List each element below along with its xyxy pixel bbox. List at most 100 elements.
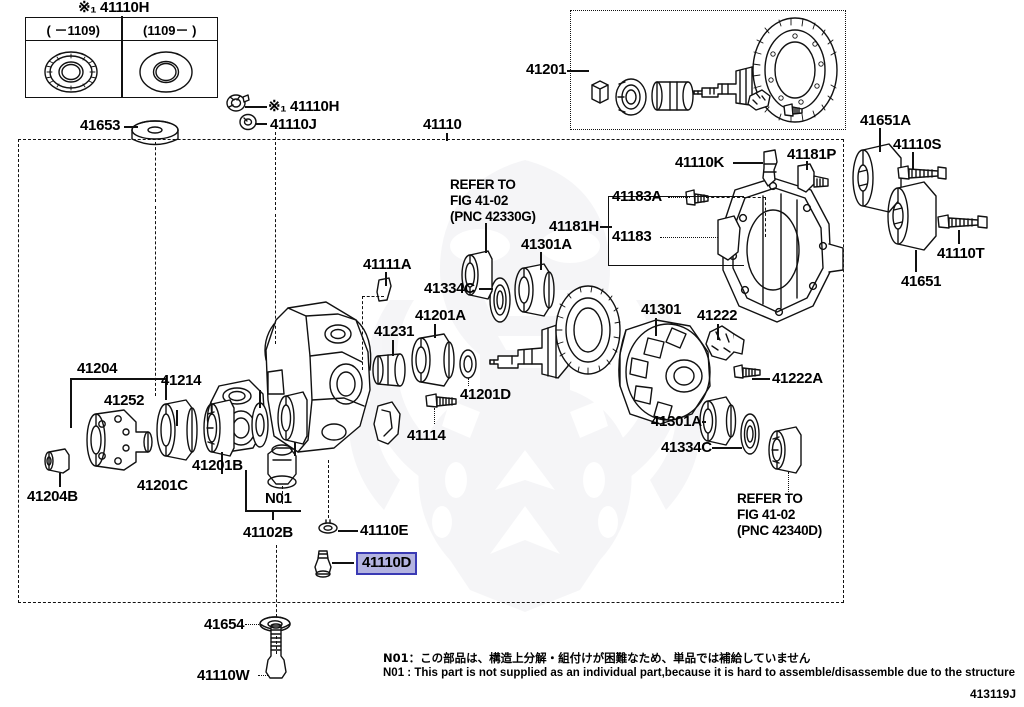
callout-41110k: 41110K — [675, 154, 725, 171]
leader-41334c-lower — [712, 447, 742, 449]
bracket-41204-top — [70, 378, 166, 380]
alignment-line-41111a — [362, 296, 363, 370]
leader-41110s — [912, 152, 914, 170]
leader-refer-top — [485, 223, 487, 253]
leader-41181p — [806, 161, 808, 170]
callout-41222: 41222 — [697, 307, 738, 324]
callout-41110t: 41110T — [937, 245, 985, 262]
callout-41181p: 41181P — [787, 146, 837, 163]
leader-41110h — [245, 106, 267, 108]
callout-41110s: 41110S — [893, 136, 942, 153]
callout-41651a: 41651A — [860, 112, 911, 129]
footnote-block: N01：この部品は、構造上分解・組付けが困難なため、単品では補給していません N… — [383, 651, 1015, 681]
leader-41183a — [668, 197, 690, 198]
callout-41114: 41114 — [407, 427, 446, 444]
leader-41231 — [392, 340, 394, 356]
bracket-41102b-left — [245, 470, 247, 510]
footnote-japanese: N01：この部品は、構造上分解・組付けが困難なため、単品では補給していません — [383, 651, 811, 665]
inset-title-leader — [121, 16, 123, 28]
leader-41102b — [272, 510, 274, 520]
leader-41110t — [958, 230, 960, 244]
leader-41651 — [915, 250, 917, 272]
leader-41110e — [338, 530, 358, 532]
callout-41214: 41214 — [161, 372, 202, 389]
bracket-41204-left — [70, 378, 72, 428]
callout-41204b: 41204B — [27, 488, 78, 505]
leader-41204b — [59, 473, 61, 487]
leader-41110d — [332, 562, 354, 564]
leader-41653 — [124, 126, 138, 128]
leader-41111a — [385, 272, 387, 286]
callout-41110e: 41110E — [360, 522, 409, 539]
pinion-kit-inset-frame — [570, 10, 846, 130]
callout-41181h: 41181H — [549, 218, 599, 235]
alignment-line-41111a-h — [362, 296, 384, 297]
callout-41201c: 41201C — [137, 477, 188, 494]
inset-column-header-old: ( －1109) — [25, 17, 122, 41]
leader-41222 — [717, 324, 719, 340]
leader-41334c-upper — [479, 288, 493, 290]
callout-41654: 41654 — [204, 616, 245, 633]
callout-41183: 41183 — [612, 228, 652, 245]
callout-41183a: 41183A — [612, 188, 662, 205]
callout-41301: 41301 — [641, 301, 682, 318]
callout-41201d: 41201D — [460, 386, 511, 403]
oil-seal-variant-inset: ( －1109) (1109－ ) — [25, 17, 218, 98]
inset-cell-old-seal — [25, 41, 122, 98]
alignment-line-bolt-mid — [328, 460, 329, 518]
callout-41222a: 41222A — [772, 370, 823, 387]
callout-41111a: 41111A — [363, 256, 412, 273]
alignment-line-bolt-low — [276, 545, 277, 617]
callout-41301a-lower: 41301A — [651, 413, 702, 430]
alignment-line-41653 — [155, 142, 156, 202]
callout-41301a-upper: 41301A — [521, 236, 572, 253]
callout-41110j: 41110J — [270, 116, 317, 133]
alignment-line-left — [155, 206, 156, 396]
leader-n01 — [282, 486, 283, 504]
callout-41651: 41651 — [901, 273, 942, 290]
leader-41201b — [294, 442, 296, 456]
inset-cell-new-seal — [121, 41, 218, 98]
callout-41110-main: 41110 — [423, 116, 462, 133]
leader-41201c — [221, 452, 223, 474]
callout-41110w: 41110W — [197, 667, 250, 684]
figure-code: 413119J — [969, 687, 1016, 701]
leader-41183 — [660, 237, 718, 238]
leader-41183a-dash-v — [765, 197, 766, 237]
alignment-line-center — [275, 214, 276, 344]
callout-41110h: ※₁ 41110H — [268, 98, 340, 115]
leader-41301a-lower — [702, 421, 706, 423]
bracket-41204-right — [165, 378, 167, 400]
callout-41653: 41653 — [80, 117, 121, 134]
leader-41110w — [258, 675, 268, 676]
leader-41181h — [600, 226, 612, 228]
inset-column-header-new: (1109－ ) — [121, 17, 218, 41]
leader-41183a-dash — [706, 197, 766, 198]
callout-41102b: 41102B — [243, 524, 293, 541]
leader-41214b — [259, 390, 261, 408]
footnote-english: N01 : This part is not supplied as an in… — [383, 667, 1016, 679]
leader-refer-bottom — [788, 472, 789, 492]
leader-41110k — [733, 162, 763, 164]
refer-to-note-bottom: REFER TO FIG 41-02 (PNC 42340D) — [737, 491, 822, 538]
leader-41651a — [879, 128, 881, 152]
leader-41301a-upper — [540, 252, 542, 270]
alignment-line-bolt-bottom — [276, 636, 277, 654]
alignment-line-41110h — [275, 132, 276, 210]
callout-41252: 41252 — [104, 392, 145, 409]
callout-41201b: 41201B — [192, 457, 243, 474]
callout-41110d-selected[interactable]: 41110D — [356, 552, 418, 575]
leader-41201 — [567, 70, 589, 72]
inset-title-label: ※₁ 41110H — [78, 0, 150, 16]
leader-41654 — [245, 624, 261, 625]
callout-41334c-lower: 41334C — [661, 439, 712, 456]
callout-41231: 41231 — [374, 323, 415, 340]
leader-41114 — [434, 408, 435, 424]
leader-41201a — [434, 324, 436, 338]
leader-41110-frame — [446, 133, 448, 141]
callout-41204: 41204 — [77, 360, 118, 377]
leader-41201d-2 — [468, 378, 469, 386]
callout-41201: 41201 — [526, 61, 567, 78]
callout-41201a: 41201A — [415, 307, 466, 324]
